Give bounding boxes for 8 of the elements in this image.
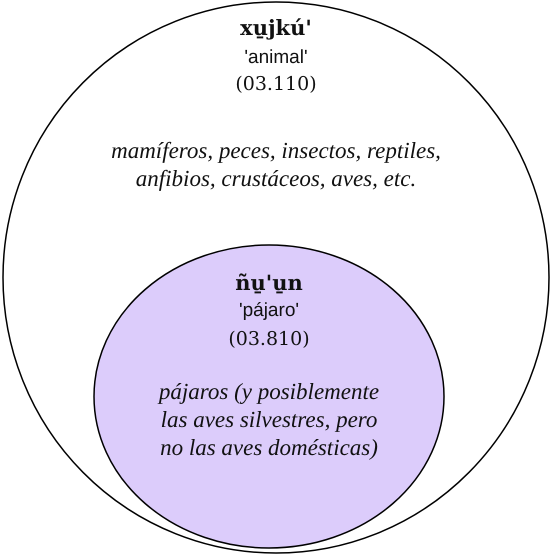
description: pájaros (y posiblemente las aves silvestres, pero no las aves domésticas) [156, 378, 380, 462]
gloss: 'pájaro' [238, 300, 300, 322]
gloss: 'animal' [244, 47, 308, 69]
headword: xu̱jkú' [240, 15, 312, 40]
headword: ñu̱'u̱n [235, 270, 303, 295]
description: mamíferos, peces, insectos, reptiles, anfibios, crustáceos, aves, etc. [110, 137, 442, 193]
code-number: (03.110) [235, 73, 317, 95]
code-number: (03.810) [228, 328, 310, 350]
